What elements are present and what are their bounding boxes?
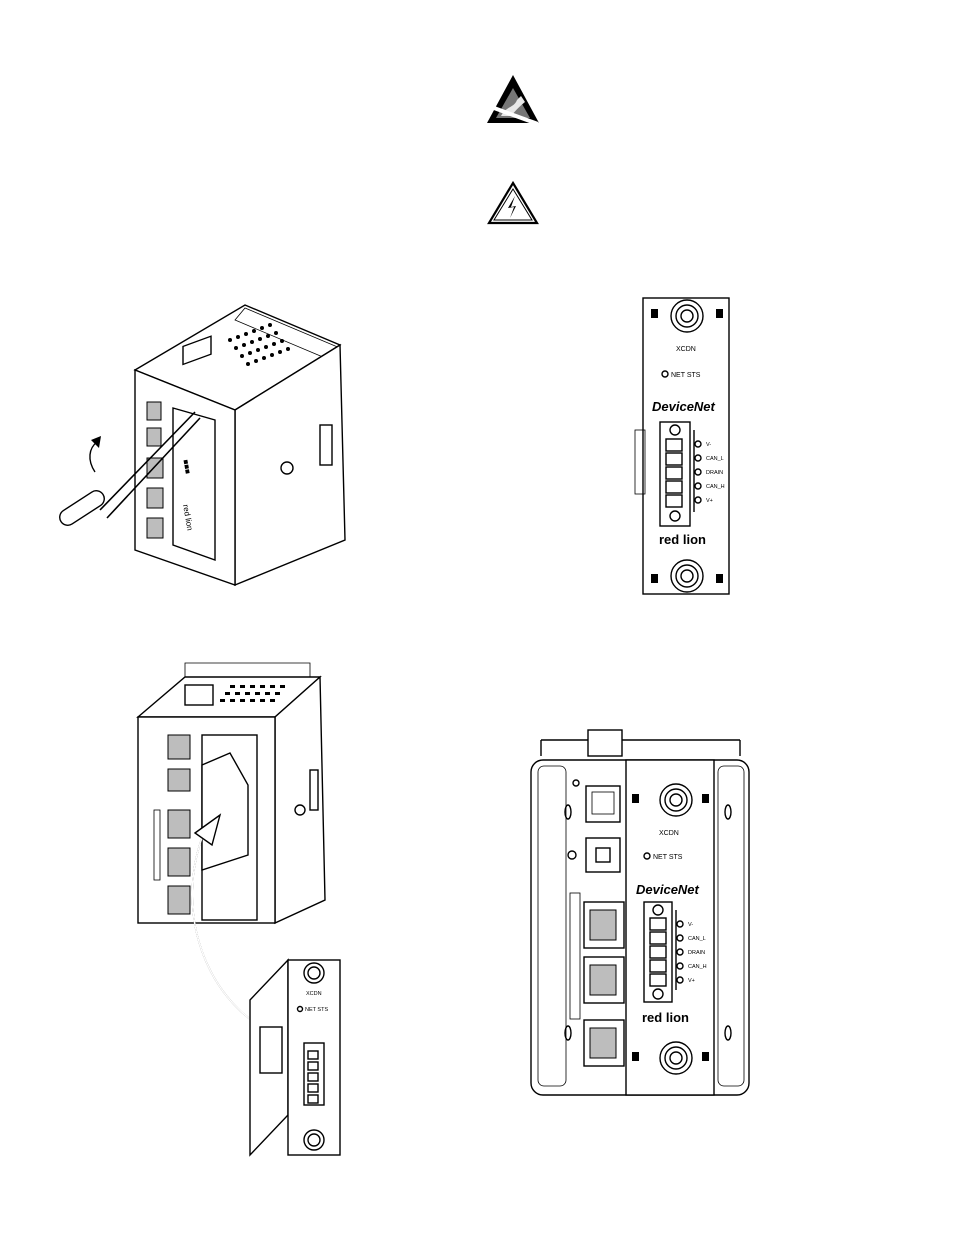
module-model-label: XCDN: [676, 346, 696, 353]
red-lion-logo: red lion: [659, 532, 706, 547]
svg-text:red lion: red lion: [181, 504, 194, 531]
housing-vents: [220, 685, 285, 702]
installed-red-lion-logo: red lion: [642, 1010, 689, 1025]
pin-v-plus: V+: [706, 498, 713, 504]
installed-pin-drain: DRAIN: [688, 950, 705, 956]
insert-module-led-label: NET STS: [305, 1007, 328, 1013]
pin-can-l: CAN_L: [706, 456, 724, 462]
pin-drain: DRAIN: [706, 470, 723, 476]
installed-led-label: NET STS: [653, 854, 683, 861]
cover-removal-illustration: ■■■ red lion: [59, 304, 346, 587]
pin-v-minus: V-: [706, 442, 711, 448]
electric-shock-warning-icon: [487, 180, 539, 225]
installed-pin-v-plus: V+: [688, 978, 695, 984]
installed-pin-can-l: CAN_L: [688, 936, 706, 942]
devicenet-logo: DeviceNet: [652, 399, 716, 414]
installed-pin-can-h: CAN_H: [688, 964, 707, 970]
pin-can-h: CAN_H: [706, 484, 725, 490]
module-insertion-illustration: XCDN NET STS: [136, 662, 341, 1157]
screwdriver: [59, 411, 201, 526]
installed-pin-v-minus: V-: [688, 922, 693, 928]
insert-module-model-label: XCDN: [306, 991, 322, 997]
installed-devicenet-logo: DeviceNet: [636, 882, 700, 897]
installed-model-label: XCDN: [659, 830, 679, 837]
installed-module-front-view: XCDN NET STS DeviceNet V- CAN_L DRAIN CA…: [530, 729, 750, 1096]
xcdn-module-front: XCDN NET STS DeviceNet V- CAN_L DRAIN CA…: [634, 297, 730, 595]
led-label: NET STS: [671, 372, 701, 379]
esd-warning-icon: [487, 75, 539, 126]
vent-grid: [228, 323, 290, 366]
rotate-arrow: [89, 441, 98, 473]
svg-text:■■■: ■■■: [181, 459, 192, 475]
